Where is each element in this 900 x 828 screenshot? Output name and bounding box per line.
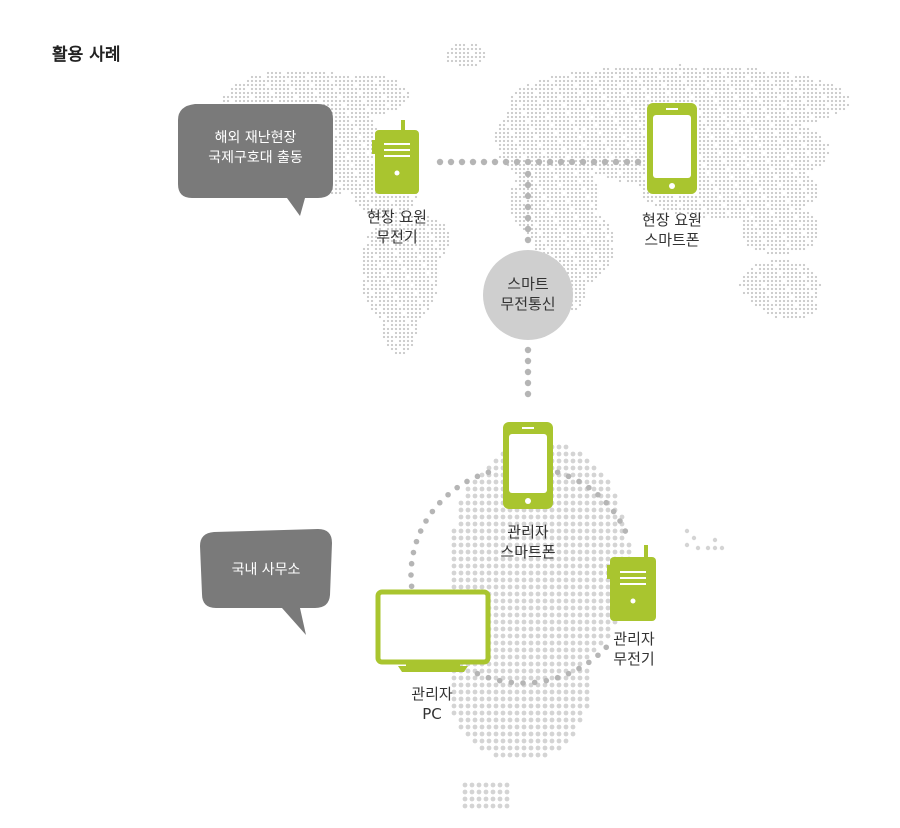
korea-map-dots [451,444,725,809]
bubble-overseas [178,104,333,216]
hub-circle [483,250,573,340]
walkie-talkie-icon [372,120,419,194]
hub-line1: 스마트 [507,275,549,293]
hub-label: 스마트 무전통신 [483,274,573,314]
field-radio-line2: 무전기 [376,228,418,246]
connector-to-hub [524,170,532,244]
monitor-icon [375,589,491,672]
smartphone-icon [503,422,553,509]
admin-pc-line1: 관리자 [411,685,453,703]
field-phone-line2: 스마트폰 [644,231,700,249]
admin-radio-line1: 관리자 [613,630,655,648]
field-radio-label: 현장 요원 무전기 [347,207,447,247]
admin-phone-label: 관리자 스마트폰 [478,522,578,562]
hub-line2: 무전통신 [500,295,556,313]
admin-pc-line2: PC [422,705,442,723]
field-phone-line1: 현장 요원 [642,211,702,229]
admin-radio-line2: 무전기 [613,650,655,668]
admin-pc-label: 관리자 PC [382,684,482,724]
connection-lines [408,158,642,686]
smartphone-icon [647,103,697,194]
field-radio-line1: 현장 요원 [367,208,427,226]
field-phone-label: 현장 요원 스마트폰 [622,210,722,250]
bubble-overseas-text: 해외 재난현장 국제구호대 출동 [178,128,333,168]
admin-phone-line2: 스마트폰 [500,543,556,561]
admin-ring-connector [408,469,629,686]
bubble-domestic [200,529,332,635]
connector-radio-to-phone [436,158,642,166]
bubble-domestic-text: 국내 사무소 [200,560,332,580]
connector-hub-to-admin [524,346,532,398]
bubble-overseas-line1: 해외 재난현장 [214,130,297,146]
page-title: 활용 사례 [52,45,121,65]
admin-phone-line1: 관리자 [507,523,549,541]
admin-radio-label: 관리자 무전기 [584,629,684,669]
bubble-overseas-line2: 국제구호대 출동 [208,150,303,166]
walkie-talkie-icon [607,545,656,621]
bubble-domestic-line1: 국내 사무소 [231,562,301,578]
